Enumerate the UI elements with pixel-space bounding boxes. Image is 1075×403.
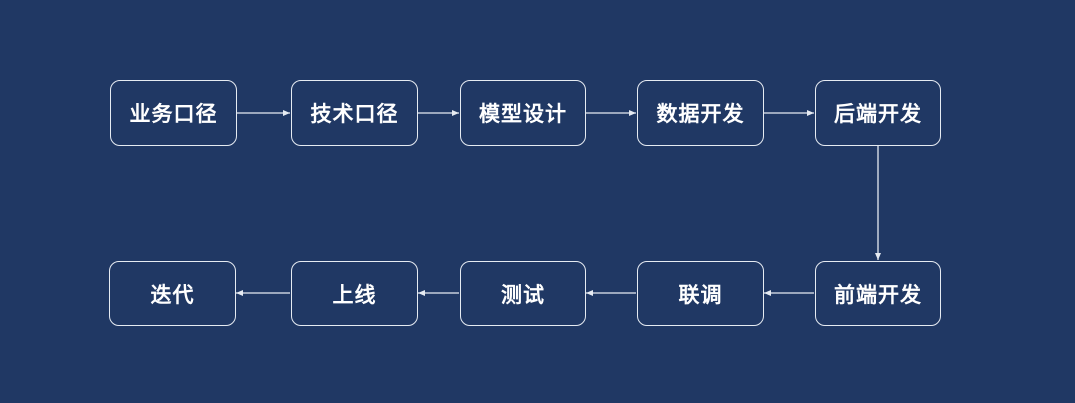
step-iteration: 迭代: [109, 261, 236, 326]
step-testing: 测试: [460, 261, 586, 326]
step-frontend-development: 前端开发: [815, 261, 941, 326]
step-backend-development: 后端开发: [815, 80, 941, 146]
step-business-definition: 业务口径: [110, 80, 237, 146]
step-launch: 上线: [291, 261, 418, 326]
step-data-development: 数据开发: [637, 80, 764, 146]
step-integration: 联调: [637, 261, 764, 326]
step-model-design: 模型设计: [460, 80, 586, 146]
step-technical-definition: 技术口径: [291, 80, 418, 146]
